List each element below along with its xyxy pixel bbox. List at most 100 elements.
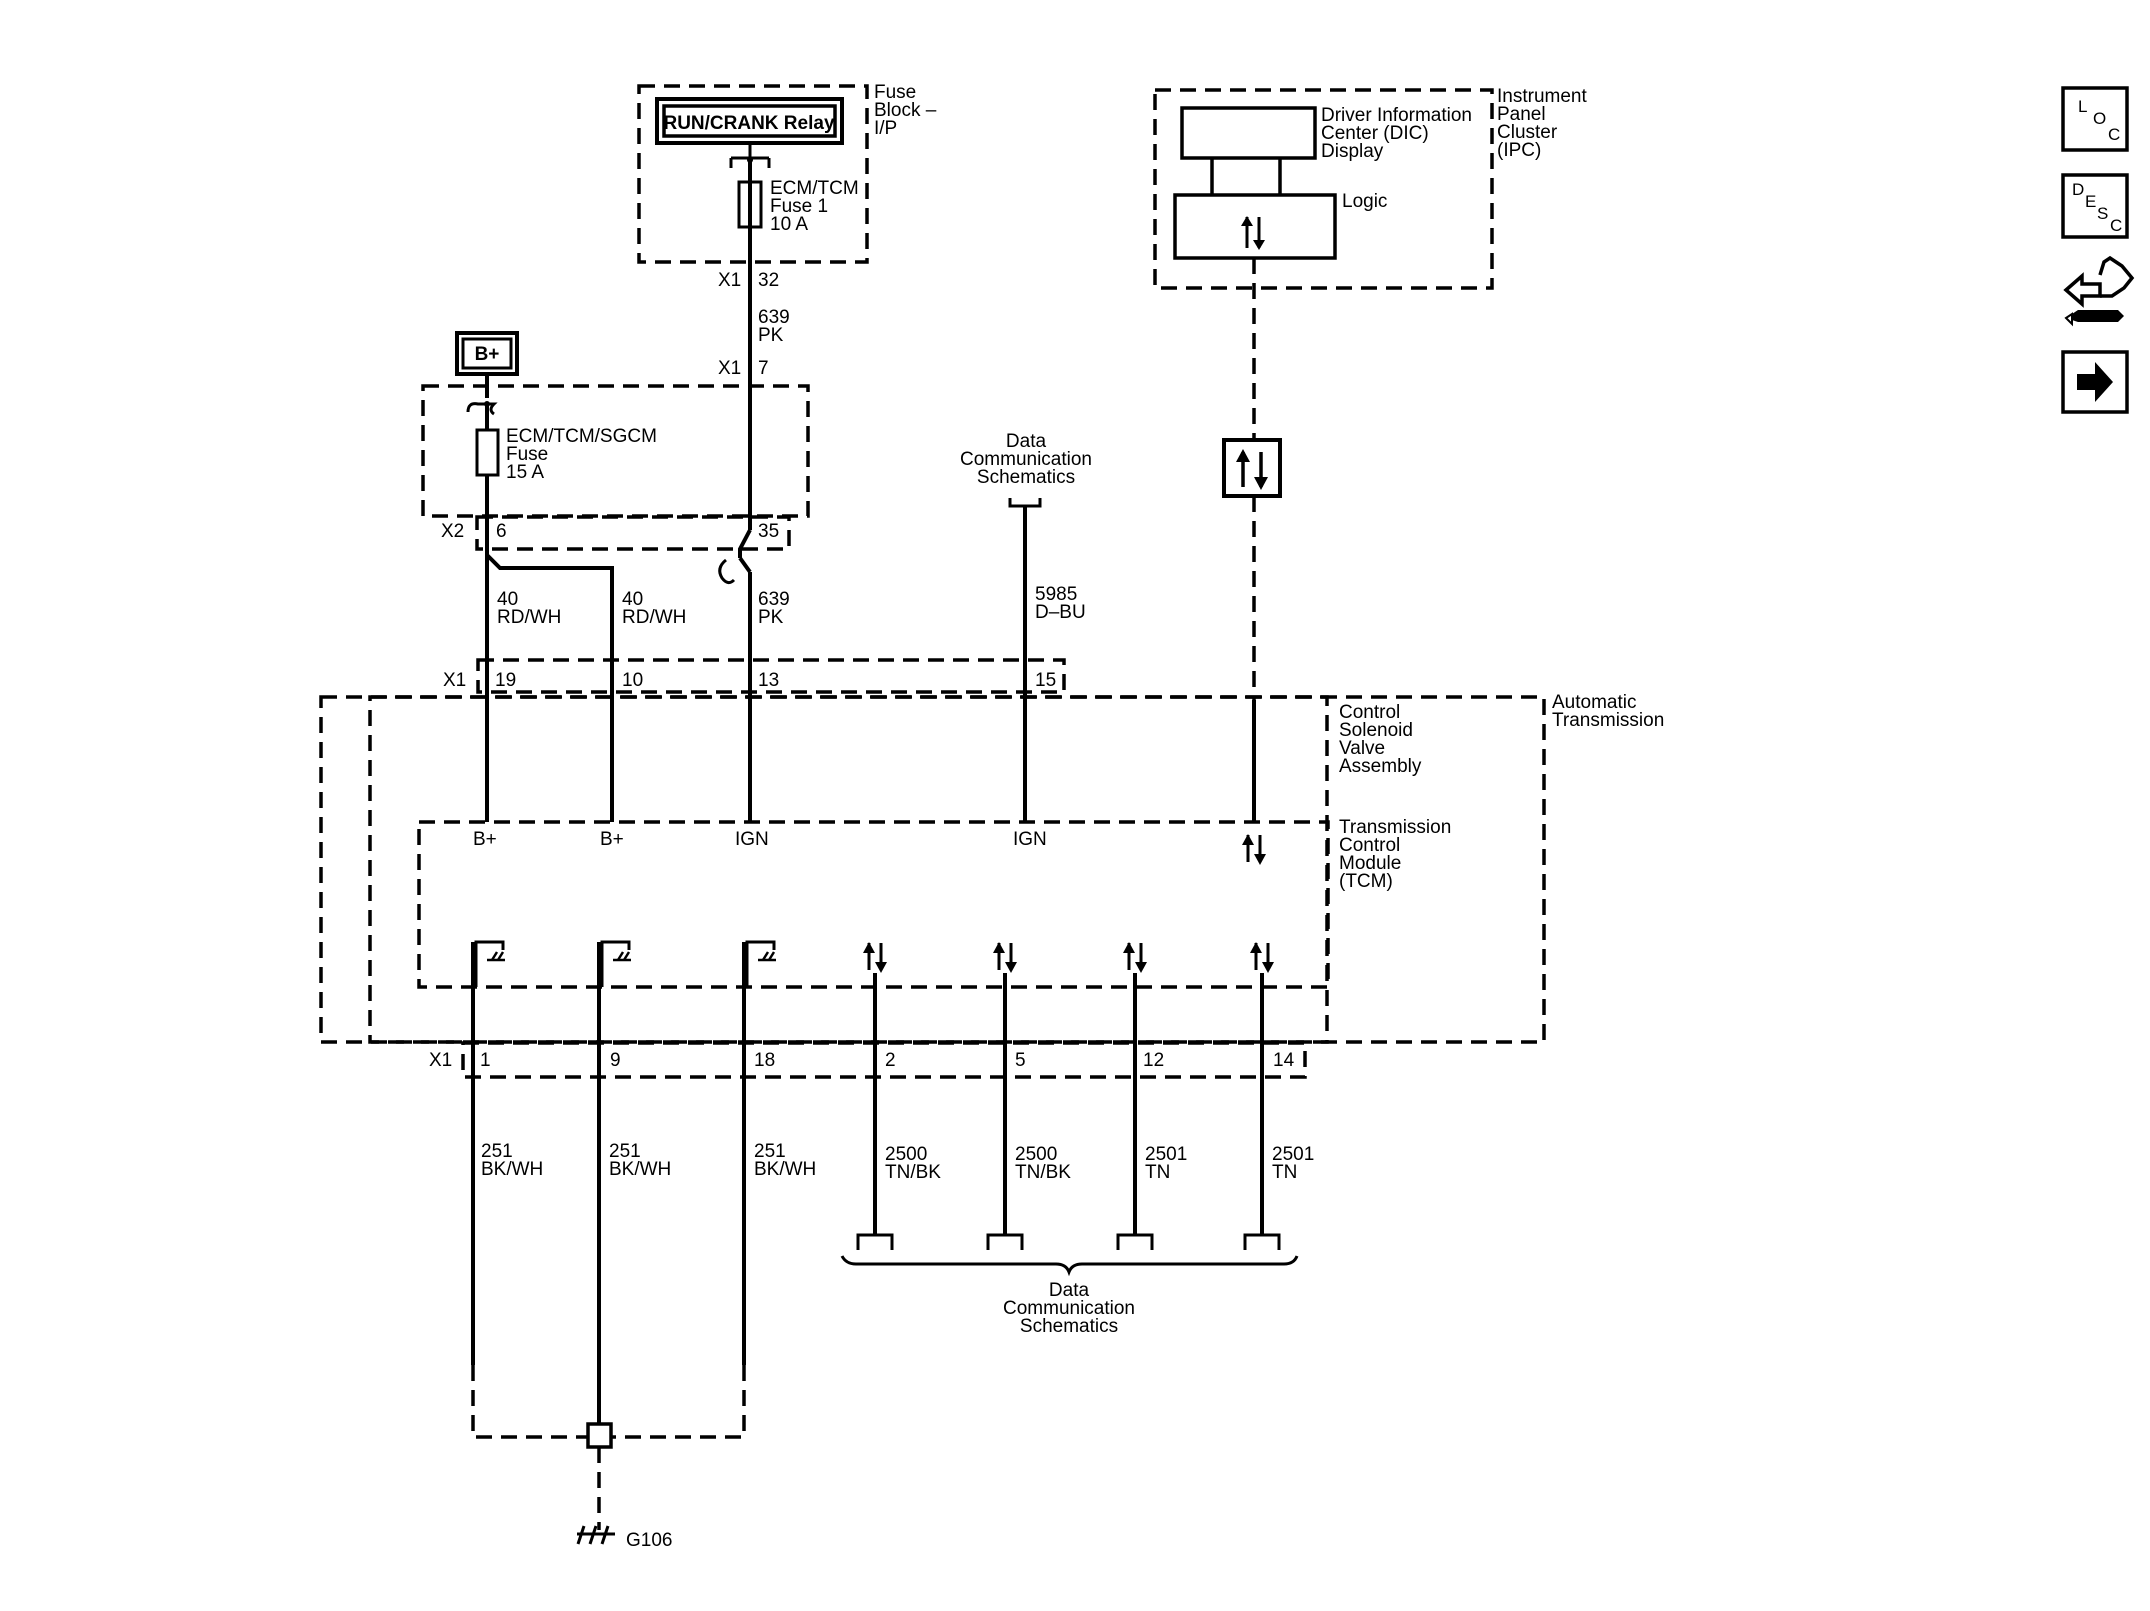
- ground-label: G106: [626, 1530, 672, 1551]
- bplus-label: B+: [475, 344, 500, 365]
- svg-text:Block –: Block –: [874, 100, 937, 121]
- svg-text:14: 14: [1273, 1050, 1295, 1071]
- svg-text:Control: Control: [1339, 835, 1400, 856]
- tcm-pin-bplus-2: B+: [600, 829, 624, 850]
- fuse-block-title-2: Block –: [874, 100, 937, 121]
- svg-text:(TCM): (TCM): [1339, 871, 1393, 892]
- ipc-title-1: Instrument: [1497, 86, 1587, 107]
- tcm-data-arrow-3: [1123, 942, 1147, 973]
- pin-7: 7: [758, 358, 769, 379]
- dic-line-2: Center (DIC): [1321, 123, 1429, 144]
- svg-text:15 A: 15 A: [506, 462, 544, 483]
- wire-639a-num: 639: [758, 307, 790, 328]
- svg-text:D: D: [2072, 180, 2084, 199]
- bidirectional-arrow-icon: [1241, 216, 1265, 250]
- svg-text:13: 13: [758, 670, 779, 691]
- connector-x2: X2 6 35: [441, 515, 791, 551]
- svg-text:Schematics: Schematics: [977, 467, 1075, 488]
- wire-2500b-num: 2500: [1015, 1144, 1057, 1165]
- ecm-tcm-sgcm-fuse[interactable]: [475, 428, 500, 477]
- tcm-ground-1: [474, 940, 505, 987]
- svg-text:1: 1: [480, 1050, 491, 1071]
- ground-splice: [586, 1422, 613, 1449]
- svg-text:ECM/TCM: ECM/TCM: [770, 178, 859, 199]
- ipc-logic-block: [1173, 193, 1337, 260]
- svg-text:Transmission: Transmission: [1552, 710, 1664, 731]
- svg-text:Cluster: Cluster: [1497, 122, 1558, 143]
- svg-text:6: 6: [496, 521, 507, 542]
- serial-data-link-icon: [1222, 438, 1282, 498]
- wire-40a-num: 40: [497, 589, 518, 610]
- svg-text:I/P: I/P: [874, 118, 897, 139]
- wire-2501b-color: TN: [1272, 1162, 1297, 1183]
- fuse1-line-3: 10 A: [770, 214, 808, 235]
- svg-text:E: E: [2085, 192, 2096, 211]
- wire-2501b-num: 2501: [1272, 1144, 1314, 1165]
- wire-40a-color: RD/WH: [497, 607, 561, 628]
- wire-40b-color: RD/WH: [622, 607, 686, 628]
- svg-text:Data: Data: [1006, 431, 1047, 452]
- svg-text:X1: X1: [443, 670, 466, 691]
- svg-text:35: 35: [758, 521, 779, 542]
- svg-text:12: 12: [1143, 1050, 1164, 1071]
- svg-text:Display: Display: [1321, 141, 1384, 162]
- svg-text:(IPC): (IPC): [1497, 140, 1541, 161]
- data-comm-ref-top[interactable]: Data Communication Schematics: [960, 431, 1092, 508]
- dic-line-1: Driver Information: [1321, 105, 1472, 126]
- svg-text:Assembly: Assembly: [1339, 756, 1422, 777]
- fuse-block-ip: Fuse Block – I/P RUN/CRANK Relay ECM/TCM…: [637, 82, 937, 264]
- svg-text:10 A: 10 A: [770, 214, 808, 235]
- svg-text:Control: Control: [1339, 702, 1400, 723]
- svg-text:5: 5: [1015, 1050, 1026, 1071]
- data-comm-ref-bottom[interactable]: Data Communication Schematics: [1003, 1280, 1135, 1337]
- ipc-title-2: Panel: [1497, 104, 1546, 125]
- wire-2500a-num: 2500: [885, 1144, 927, 1165]
- pin-32: 32: [758, 270, 779, 291]
- loc-icon[interactable]: L O C: [2061, 86, 2129, 152]
- tcm-serial-arrow-icon: [1242, 834, 1266, 865]
- svg-text:15: 15: [1035, 670, 1056, 691]
- wire-251a-color: BK/WH: [481, 1159, 543, 1180]
- svg-text:2: 2: [885, 1050, 896, 1071]
- tcm-pin-ign-2: IGN: [1013, 829, 1047, 850]
- svg-text:Communication: Communication: [1003, 1298, 1135, 1319]
- tcm-ground-2: [600, 940, 631, 987]
- connector-tool-icon[interactable]: [2063, 255, 2135, 327]
- chassis-ground-icon: [576, 1525, 615, 1545]
- logic-label: Logic: [1342, 191, 1387, 212]
- svg-text:Panel: Panel: [1497, 104, 1546, 125]
- svg-text:19: 19: [495, 670, 516, 691]
- svg-text:X1: X1: [429, 1050, 452, 1071]
- dic-line-3: Display: [1321, 141, 1384, 162]
- svg-text:10: 10: [622, 670, 643, 691]
- fuse2-line-1: ECM/TCM/SGCM: [506, 426, 657, 447]
- wire-40b-num: 40: [622, 589, 643, 610]
- desc-icon[interactable]: D E S C: [2061, 173, 2129, 239]
- tcm-data-arrow-4: [1250, 942, 1274, 973]
- tcm-data-arrow-1: [863, 942, 887, 973]
- wire-5985-color: D–BU: [1035, 602, 1086, 623]
- svg-text:Instrument: Instrument: [1497, 86, 1587, 107]
- svg-text:Valve: Valve: [1339, 738, 1385, 759]
- tcm-ground-3: [745, 940, 776, 987]
- wire-639a-color: PK: [758, 325, 784, 346]
- svg-text:ECM/TCM/SGCM: ECM/TCM/SGCM: [506, 426, 657, 447]
- wire-639-upper: X1 32 639 PK X1 7: [718, 262, 790, 385]
- fuse1-line-2: Fuse 1: [770, 196, 828, 217]
- next-arrow-icon[interactable]: [2061, 350, 2129, 414]
- wire-639b-color: PK: [758, 607, 784, 628]
- svg-text:Schematics: Schematics: [1020, 1316, 1118, 1337]
- tcm-data-arrow-2: [993, 942, 1017, 973]
- fuse-block-title-1: Fuse: [874, 82, 916, 103]
- svg-text:Communication: Communication: [960, 449, 1092, 470]
- svg-text:Data: Data: [1049, 1280, 1090, 1301]
- tcm-box: Transmission Control Module (TCM) B+ B+ …: [417, 817, 1451, 989]
- svg-text:L: L: [2078, 97, 2087, 116]
- svg-text:Driver Information: Driver Information: [1321, 105, 1472, 126]
- wire-5985-num: 5985: [1035, 584, 1077, 605]
- tcm-pin-ign-1: IGN: [735, 829, 769, 850]
- ipc-title-4: (IPC): [1497, 140, 1541, 161]
- wire-2500b-color: TN/BK: [1015, 1162, 1071, 1183]
- connector-x1-lower: X1 1 9 18 2 5 12 14: [429, 1041, 1307, 1079]
